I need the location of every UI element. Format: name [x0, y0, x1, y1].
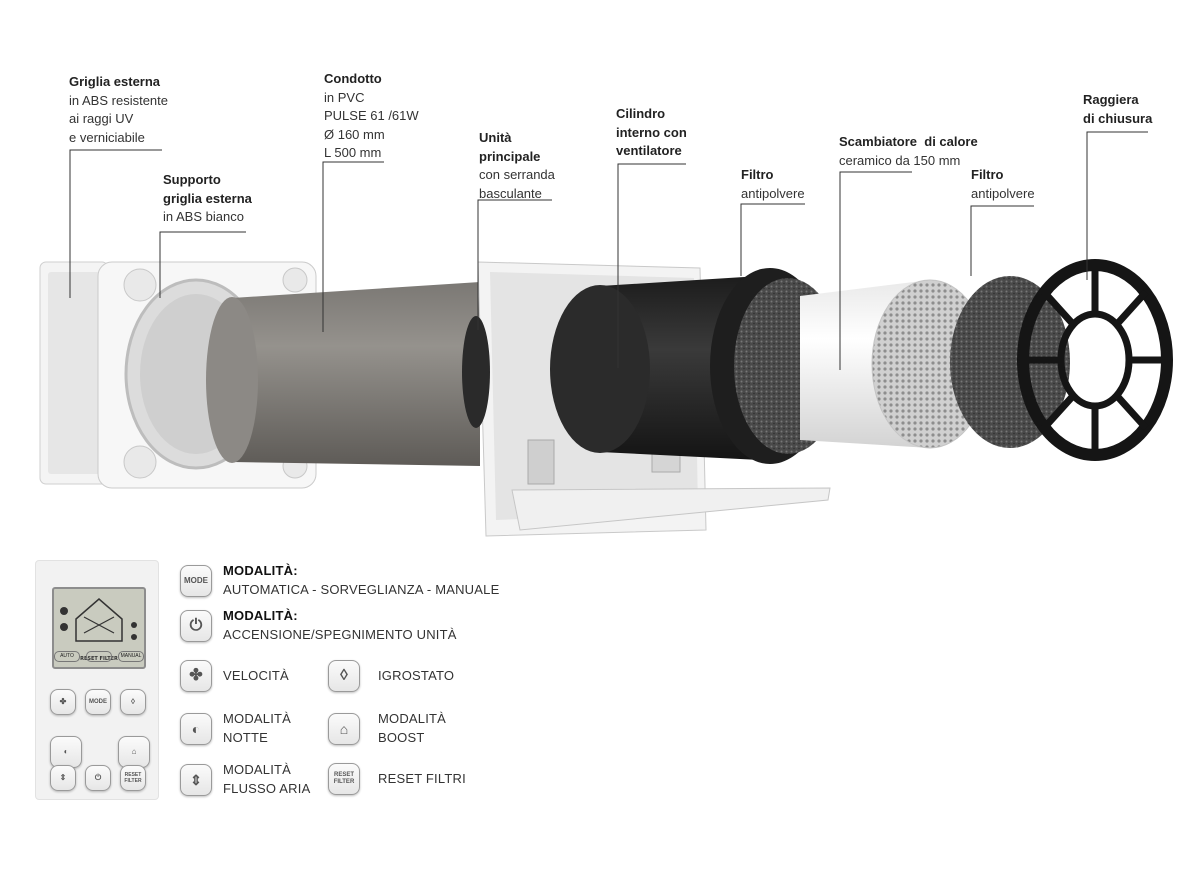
callout-dust-filter-1: Filtro antipolvere: [741, 166, 805, 203]
callout-line: ai raggi UV: [69, 111, 134, 126]
pvc-duct: [206, 282, 480, 466]
callout-title: Condotto: [324, 71, 382, 86]
external-grille: [39, 261, 109, 485]
callout-line: antipolvere: [741, 185, 805, 201]
legend-power-title: MODALITÀ:: [223, 608, 298, 623]
remote-night-button[interactable]: ◐: [50, 736, 82, 768]
callout-title: Filtro: [971, 167, 1004, 182]
callout-title: Cilindro: [616, 106, 666, 121]
legend-night: ◐ MODALITÀ NOTTE: [180, 710, 291, 747]
legend-boost-text: MODALITÀ BOOST: [378, 710, 446, 747]
legend-hygrostat: ◊ IGROSTATO: [328, 660, 454, 692]
legend-power-desc: ACCENSIONE/SPEGNIMENTO UNITÀ: [223, 626, 457, 642]
callout-line: in ABS bianco: [163, 209, 244, 224]
callout-line: L 500 mm: [324, 145, 382, 160]
remote-power-button[interactable]: ⏻: [85, 765, 111, 791]
callout-line: antipolvere: [971, 185, 1035, 201]
legend-airflow: ⇕ MODALITÀ FLUSSO ARIA: [180, 761, 310, 798]
leader-lines: [69, 131, 1148, 370]
callout-title: griglia esterna: [163, 190, 252, 206]
reset-filter-key-line: RESET: [333, 772, 354, 778]
dust-filter-2: [950, 276, 1070, 448]
remote-lcd-screen: RESET FILTER: [52, 587, 146, 669]
legend-fan-speed-label: VELOCITÀ: [223, 667, 289, 683]
callout-title: Supporto: [163, 172, 221, 187]
eco-key[interactable]: [86, 651, 112, 662]
callout-dust-filter-2: Filtro antipolvere: [971, 166, 1035, 203]
reset-key-line: RESET: [124, 772, 142, 778]
legend-power: ⏻ MODALITÀ: ACCENSIONE/SPEGNIMENTO UNITÀ: [180, 607, 457, 644]
callout-closing-grille: Raggiera di chiusura: [1083, 91, 1152, 128]
house-boost-icon: ⌂: [328, 712, 360, 745]
callout-grille-support: Supporto griglia esterna in ABS bianco: [163, 171, 252, 227]
callout-title: di chiusura: [1083, 110, 1153, 126]
legend-power-text: MODALITÀ: ACCENSIONE/SPEGNIMENTO UNITÀ: [223, 607, 457, 644]
droplet-icon: ◊: [328, 660, 360, 692]
legend-airflow-line: MODALITÀ: [223, 762, 292, 777]
auto-key[interactable]: AUTO: [54, 651, 80, 662]
fan-icon: ✤: [180, 660, 212, 692]
callout-duct: Condotto in PVC PULSE 61 /61W Ø 160 mm L…: [324, 70, 419, 163]
callout-title: Raggiera: [1083, 92, 1139, 107]
callout-external-grille: Griglia esterna in ABS resistente ai rag…: [69, 73, 168, 147]
remote-reset-filter-button[interactable]: RESET FILTER: [120, 765, 146, 791]
callout-line: PULSE 61 /61W: [324, 108, 419, 123]
callout-title: Griglia esterna: [69, 74, 161, 89]
house-moon-icon: ◐: [180, 712, 212, 745]
remote-boost-button[interactable]: ⌂: [118, 736, 150, 768]
callout-line: ceramico da 150 mm: [839, 152, 961, 168]
reset-key-line: FILTER: [124, 778, 142, 784]
callout-title: Scambiatore di calore: [839, 134, 978, 149]
callout-main-unit: Unità principale con serranda basculante: [479, 129, 555, 203]
callout-fan-cylinder: Cilindro interno con ventilatore: [616, 105, 687, 161]
legend-mode-text: MODALITÀ: AUTOMATICA - SORVEGLIANZA - MA…: [223, 562, 499, 599]
legend-boost-line: BOOST: [378, 729, 425, 745]
callout-title: Filtro: [741, 167, 774, 182]
remote-control: RESET FILTER AUTO MANUAL ✤ MODE ◊ ◐ ⌂ ⇕ …: [35, 560, 159, 800]
remote-fan-speed-button[interactable]: ✤: [50, 689, 76, 715]
reset-filter-key-icon: RESET FILTER: [328, 763, 360, 795]
house-airflow-arrow-icon: ⇕: [180, 763, 212, 796]
callout-title: interno con: [616, 124, 687, 140]
legend-mode-desc: AUTOMATICA - SORVEGLIANZA - MANUALE: [223, 581, 500, 597]
callout-line: con serranda: [479, 167, 555, 182]
remote-mode-button[interactable]: MODE: [85, 689, 111, 715]
power-icon: ⏻: [180, 609, 212, 642]
reset-filter-key-line: FILTER: [333, 779, 355, 785]
remote-hygrostat-button[interactable]: ◊: [120, 689, 146, 715]
legend-mode: MODE MODALITÀ: AUTOMATICA - SORVEGLIANZA…: [180, 562, 499, 599]
legend-night-line: NOTTE: [223, 729, 269, 745]
legend-boost-line: MODALITÀ: [378, 711, 447, 726]
legend-mode-title: MODALITÀ:: [223, 563, 298, 578]
legend-hygrostat-label: IGROSTATO: [378, 667, 455, 683]
legend-airflow-text: MODALITÀ FLUSSO ARIA: [223, 761, 310, 798]
legend-reset-filter-label: RESET FILTRI: [378, 770, 466, 786]
callout-line: in PVC: [324, 89, 365, 105]
callout-line: e verniciabile: [69, 129, 145, 145]
mode-key-icon: MODE: [180, 564, 212, 597]
legend-reset-filter: RESET FILTER RESET FILTRI: [328, 763, 466, 795]
legend-night-line: MODALITÀ: [223, 711, 292, 726]
callout-line: in ABS resistente: [69, 92, 168, 108]
callout-bold-line: ventilatore: [616, 143, 682, 158]
callout-heat-exchanger: Scambiatore di calore ceramico da 150 mm: [839, 133, 978, 170]
legend-boost: ⌂ MODALITÀ BOOST: [328, 710, 446, 747]
callout-line: Ø 160 mm: [324, 126, 385, 142]
remote-airflow-button[interactable]: ⇕: [50, 765, 76, 791]
closing-grille: [1017, 259, 1173, 461]
lcd-reset-filter-text: RESET FILTER: [80, 656, 118, 662]
legend-night-text: MODALITÀ NOTTE: [223, 710, 291, 747]
callout-title: principale: [479, 148, 541, 164]
legend-airflow-line: FLUSSO ARIA: [223, 780, 311, 796]
manual-key[interactable]: MANUAL: [118, 651, 144, 662]
house-airflow-icon: [60, 598, 137, 642]
legend-fan-speed: ✤ VELOCITÀ: [180, 660, 289, 692]
callout-line: basculante: [479, 185, 542, 201]
callout-title: Unità: [479, 130, 512, 145]
